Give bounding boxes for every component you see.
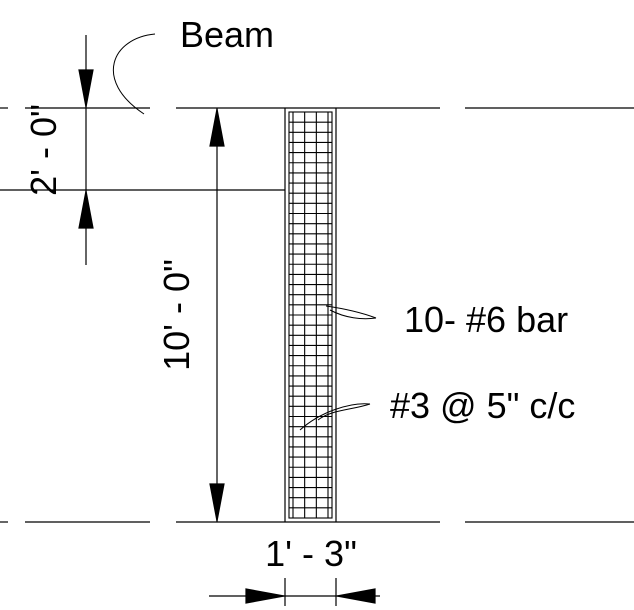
arrowhead-down — [78, 69, 94, 108]
column-width-dimension — [209, 578, 380, 606]
column-outline — [284, 108, 337, 522]
ties-leader — [299, 403, 371, 431]
arrowhead-up — [209, 108, 225, 147]
reference-lines — [0, 107, 634, 523]
beam-leader — [113, 33, 156, 115]
column-height-dimension — [209, 108, 225, 522]
arrowhead-up — [78, 190, 94, 229]
reinforcement-cage — [288, 111, 333, 519]
arrowhead-down — [209, 483, 225, 522]
ties-leader — [317, 403, 371, 421]
ties-label: #3 @ 5" c/c — [390, 385, 575, 426]
column-height-dimension-label: 10' - 0" — [156, 259, 197, 371]
beam-label: Beam — [180, 14, 274, 55]
longitudinal-bars-label: 10- #6 bar — [404, 299, 568, 340]
arrowhead-right — [245, 588, 285, 604]
arrowhead-left — [336, 588, 376, 604]
beam-depth-dimension — [78, 35, 94, 265]
longitudinal-bars-leader — [329, 309, 377, 320]
longitudinal-bars-leader — [325, 305, 377, 319]
column-width-dimension-label: 1' - 3" — [265, 533, 357, 574]
beam-depth-dimension-label: 2' - 0" — [23, 104, 64, 196]
